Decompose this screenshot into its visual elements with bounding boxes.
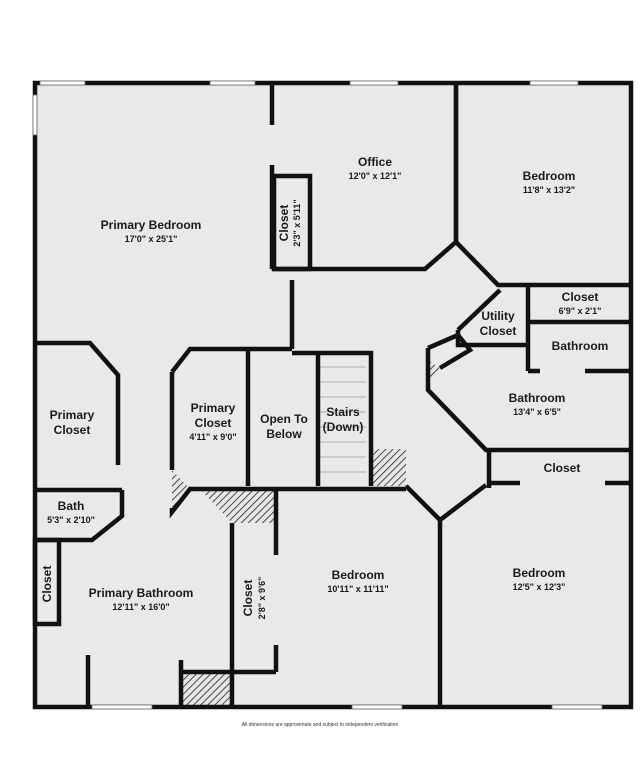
primary-closet-c-dims: 4'11" x 9'0" [189,432,236,442]
primary-bedroom-dims: 17'0" x 25'1" [125,234,178,244]
office-closet-dims: 2'3" x 5'11" [292,199,302,246]
bedroom-ne-dims: 11'8" x 13'2" [523,185,575,195]
closet-w-name: Closet [40,566,54,603]
bathroom-e-dims: 13'4" x 6'5" [513,407,561,417]
utility-closet-line1: Utility [481,309,515,323]
bath-dims: 5'3" x 2'10" [47,515,95,525]
closet-sc-dims: 2'8" x 9'6" [257,577,267,620]
primary-bathroom-name: Primary Bathroom [89,586,194,600]
open-to-below-line1: Open To [260,412,308,426]
bath-name: Bath [58,499,85,513]
primary-bedroom-name: Primary Bedroom [101,218,202,232]
office-closet-name: Closet [277,205,291,242]
primary-closet-c-line1: Primary [191,401,236,415]
stairs-line1: Stairs [326,405,360,419]
floor-area [35,83,631,707]
walls [32,80,634,710]
primary-closet-w-line1: Primary [50,408,95,422]
hatched-areas [172,360,440,706]
room-labels: Primary Bedroom 17'0" x 25'1" Office 12'… [40,155,608,619]
windows [32,80,603,710]
office-dims: 12'0" x 12'1" [349,171,402,181]
closet-sc-name: Closet [241,580,255,617]
bathroom-small-name: Bathroom [552,339,609,353]
bedroom-ne-name: Bedroom [523,169,576,183]
primary-bathroom-dims: 12'11" x 16'0" [112,602,169,612]
bedroom-s-dims: 10'11" x 11'11" [327,584,388,594]
closet-ne-dims: 6'9" x 2'1" [559,306,602,316]
closet-e-name: Closet [544,461,581,475]
bedroom-se-name: Bedroom [513,566,566,580]
disclaimer-text: All dimensions are approximate and subje… [241,722,399,728]
bathroom-e-name: Bathroom [509,391,566,405]
primary-closet-c-line2: Closet [195,416,232,430]
office-name: Office [358,155,392,169]
open-to-below-line2: Below [266,427,302,441]
closet-ne-name: Closet [562,290,599,304]
utility-closet-line2: Closet [480,324,517,338]
bedroom-se-dims: 12'5" x 12'3" [513,582,566,592]
bedroom-s-name: Bedroom [332,568,385,582]
primary-closet-w-line2: Closet [54,423,91,437]
stairs-line2: (Down) [323,420,364,434]
stair-treads [320,366,366,473]
